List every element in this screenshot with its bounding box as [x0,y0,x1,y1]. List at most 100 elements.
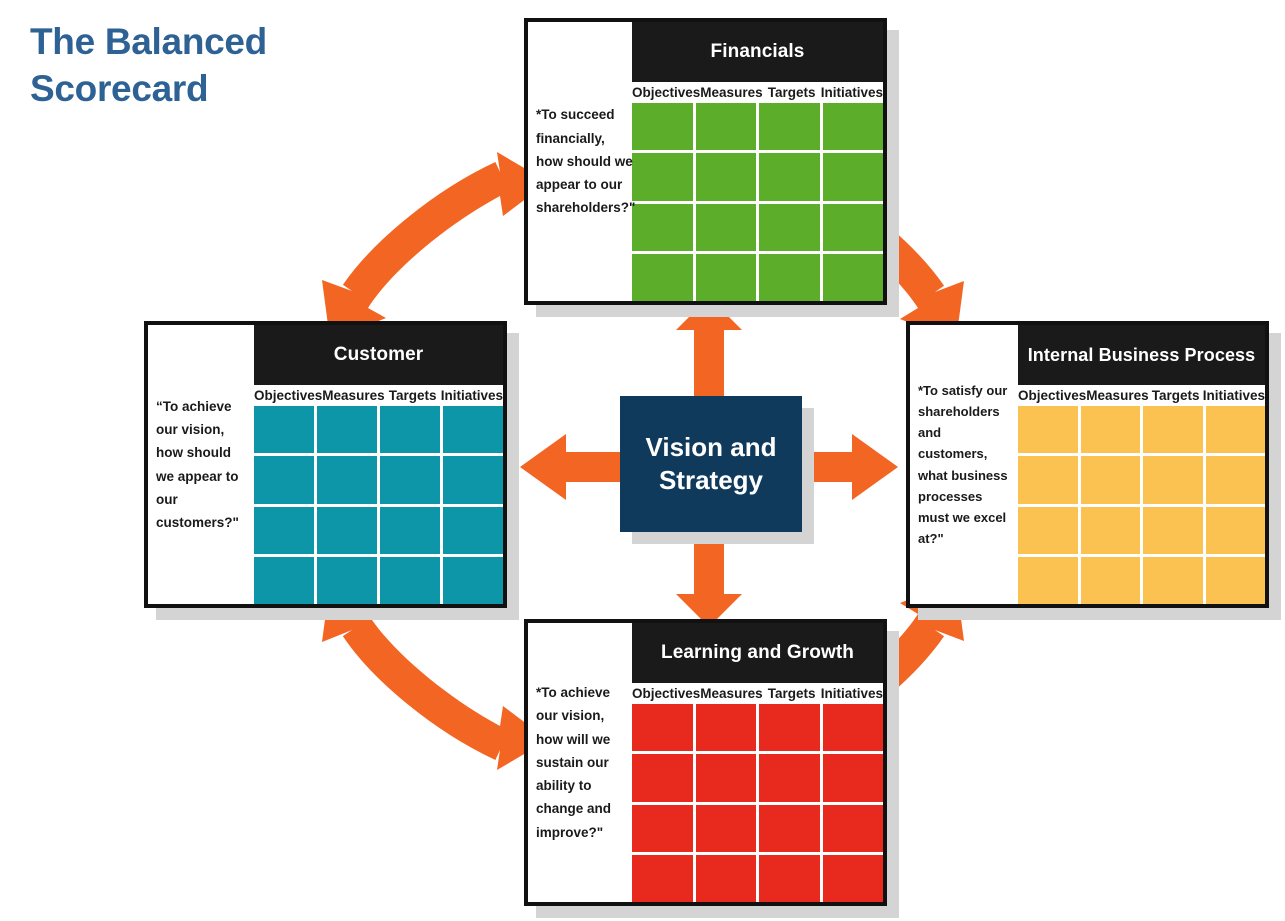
grid-cell[interactable] [632,854,693,902]
grid-cell[interactable] [632,704,693,752]
arrow-customer-financials [322,152,548,340]
grid-cell[interactable] [695,754,756,802]
grid-cell[interactable] [380,556,440,604]
customer-grid[interactable] [254,406,503,604]
grid-cell[interactable] [1205,506,1265,554]
learning-and-growth-grid[interactable] [632,704,883,902]
grid-cell[interactable] [695,854,756,902]
grid-cell[interactable] [822,203,883,251]
grid-cell[interactable] [632,103,693,151]
grid-cell[interactable] [1080,456,1140,504]
grid-cell[interactable] [759,754,820,802]
grid-cell[interactable] [254,556,314,604]
financials-column-headers: Objectives Measures Targets Initiatives [632,82,883,103]
grid-cell[interactable] [254,506,314,554]
grid-cell[interactable] [1018,506,1078,554]
grid-cell[interactable] [443,406,503,454]
grid-cell[interactable] [822,103,883,151]
grid-cell[interactable] [822,754,883,802]
grid-cell[interactable] [317,456,377,504]
column-header-targets: Targets [1151,388,1200,403]
panel-learning-and-growth[interactable]: *To achieve our vision, how will we sust… [524,619,887,906]
center-box-line-2: Strategy [658,465,764,495]
financials-header-title: Financials [632,22,883,82]
grid-cell[interactable] [695,203,756,251]
grid-cell[interactable] [822,804,883,852]
grid-cell[interactable] [759,804,820,852]
grid-cell[interactable] [317,406,377,454]
grid-cell[interactable] [443,506,503,554]
column-header-measures: Measures [700,686,763,701]
column-header-measures: Measures [322,388,385,403]
financials-grid[interactable] [632,103,883,301]
column-header-initiatives: Initiatives [440,388,503,403]
column-header-measures: Measures [700,85,763,100]
grid-cell[interactable] [695,253,756,301]
grid-cell[interactable] [443,556,503,604]
grid-cell[interactable] [1080,556,1140,604]
center-box-vision-and-strategy[interactable]: Vision and Strategy [620,396,802,532]
grid-cell[interactable] [1080,406,1140,454]
grid-cell[interactable] [759,253,820,301]
grid-cell[interactable] [695,804,756,852]
grid-cell[interactable] [1205,456,1265,504]
grid-cell[interactable] [632,153,693,201]
grid-cell[interactable] [632,754,693,802]
grid-cell[interactable] [1143,556,1203,604]
grid-cell[interactable] [759,203,820,251]
grid-cell[interactable] [759,854,820,902]
panel-customer[interactable]: “To achieve our vision, how should we ap… [144,321,507,608]
customer-question: “To achieve our vision, how should we ap… [148,325,254,604]
grid-cell[interactable] [1143,406,1203,454]
column-header-initiatives: Initiatives [820,85,883,100]
column-header-initiatives: Initiatives [1202,388,1265,403]
page-title: The Balanced Scorecard [30,21,267,110]
grid-cell[interactable] [822,153,883,201]
grid-cell[interactable] [317,506,377,554]
internal-business-process-question: *To satisfy our shareholders and custome… [910,325,1018,604]
grid-cell[interactable] [1018,556,1078,604]
column-header-objectives: Objectives [1018,388,1087,403]
grid-cell[interactable] [1205,556,1265,604]
grid-cell[interactable] [1143,456,1203,504]
column-header-targets: Targets [767,85,816,100]
arrow-center-to-learning-and-growth [676,530,742,627]
grid-cell[interactable] [380,456,440,504]
grid-cell[interactable] [443,456,503,504]
grid-cell[interactable] [1080,506,1140,554]
grid-cell[interactable] [1205,406,1265,454]
grid-cell[interactable] [695,103,756,151]
panel-internal-business-process[interactable]: *To satisfy our shareholders and custome… [906,321,1269,608]
grid-cell[interactable] [632,203,693,251]
customer-header-title: Customer [254,325,503,385]
column-header-objectives: Objectives [632,85,701,100]
panel-financials[interactable]: *To succeed financially, how should we a… [524,18,887,305]
grid-cell[interactable] [1143,506,1203,554]
internal-business-process-grid[interactable] [1018,406,1265,604]
grid-cell[interactable] [695,704,756,752]
grid-cell[interactable] [380,406,440,454]
grid-cell[interactable] [317,556,377,604]
grid-cell[interactable] [632,253,693,301]
grid-cell[interactable] [822,253,883,301]
internal-business-process-column-headers: Objectives Measures Targets Initiatives [1018,385,1265,406]
column-header-targets: Targets [767,686,816,701]
arrow-center-to-customer [520,434,628,500]
grid-cell[interactable] [759,103,820,151]
financials-question: *To succeed financially, how should we a… [528,22,635,301]
grid-cell[interactable] [759,704,820,752]
grid-cell[interactable] [822,854,883,902]
grid-cell[interactable] [380,506,440,554]
column-header-measures: Measures [1086,388,1149,403]
grid-cell[interactable] [822,704,883,752]
grid-cell[interactable] [632,804,693,852]
grid-cell[interactable] [1018,456,1078,504]
learning-and-growth-header-title: Learning and Growth [632,623,883,683]
column-header-targets: Targets [388,388,437,403]
grid-cell[interactable] [254,406,314,454]
grid-cell[interactable] [759,153,820,201]
grid-cell[interactable] [1018,406,1078,454]
column-header-objectives: Objectives [632,686,701,701]
grid-cell[interactable] [254,456,314,504]
grid-cell[interactable] [695,153,756,201]
